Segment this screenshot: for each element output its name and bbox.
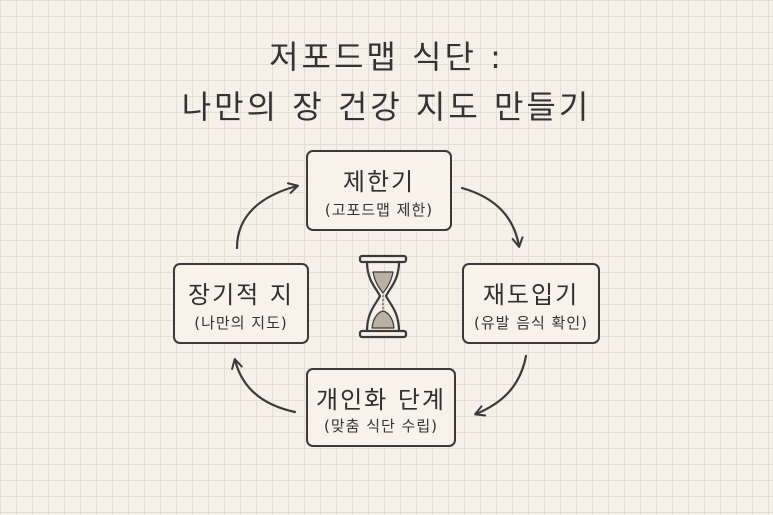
phase-longterm-box: 장기적 지 (나만의 지도) (173, 263, 309, 344)
phase-longterm-detail: (나만의 지도) (194, 314, 288, 332)
phase-reintroduction-detail: (유발 음식 확인) (473, 314, 589, 332)
hourglass-icon (358, 254, 408, 339)
phase-elimination-label: 제한기 (342, 168, 416, 196)
phase-personalization-box: 개인화 단계 (맞춤 식단 수립) (306, 368, 456, 447)
phase-elimination-box: 제한기 (고포드맵 제한) (306, 150, 452, 231)
phase-longterm-label: 장기적 지 (188, 281, 294, 309)
diagram-title-line2: 나만의 장 건강 지도 만들기 (181, 88, 592, 126)
phase-elimination-detail: (고포드맵 제한) (324, 201, 434, 219)
diagram-title-line1: 저포드맵 식단 : (269, 38, 504, 76)
arrow-right-to-bottom (474, 354, 528, 417)
phase-personalization-detail: (맞춤 식단 수립) (323, 417, 439, 435)
phase-reintroduction-box: 재도입기 (유발 음식 확인) (462, 263, 600, 344)
phase-personalization-label: 개인화 단계 (315, 386, 447, 414)
arrow-top-to-right (460, 186, 524, 248)
arrow-bottom-to-left (231, 358, 297, 414)
arrow-left-to-top (235, 182, 299, 250)
phase-reintroduction-label: 재도입기 (482, 281, 580, 309)
